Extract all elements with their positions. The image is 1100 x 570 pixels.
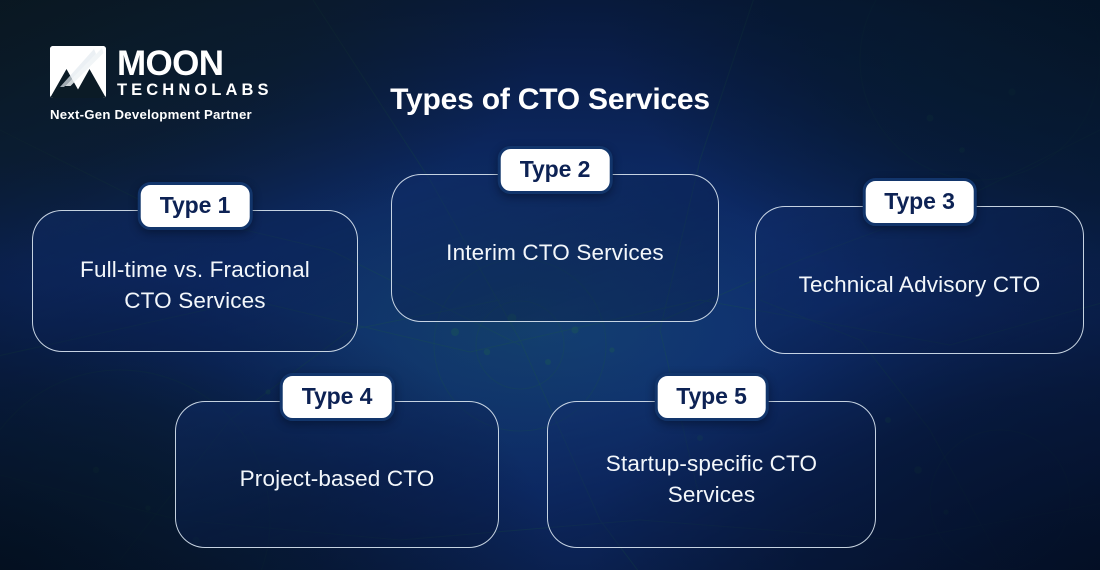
service-card-2-text: Interim CTO Services: [446, 239, 664, 265]
service-card-5: Startup-specific CTO Services Type 5: [547, 373, 876, 548]
service-card-5-badge: Type 5: [654, 373, 769, 421]
service-card-4: Project-based CTO Type 4: [175, 373, 499, 548]
service-card-1: Full-time vs. Fractional CTO Services Ty…: [32, 182, 358, 352]
page-title: Types of CTO Services: [390, 83, 710, 116]
brand-logo: MOON TECHNOLABS Next-Gen Development Par…: [50, 46, 273, 122]
moon-mountain-mark-icon: [50, 46, 106, 98]
service-card-1-badge: Type 1: [137, 182, 253, 230]
brand-tagline: Next-Gen Development Partner: [50, 107, 252, 122]
service-card-3-badge: Type 3: [862, 178, 977, 226]
service-card-2-body: Interim CTO Services: [391, 174, 719, 322]
service-card-3-text: Technical Advisory CTO: [798, 271, 1041, 297]
service-card-5-text: Startup-specific CTO Services: [605, 450, 818, 507]
service-card-4-text: Project-based CTO: [239, 466, 435, 491]
service-card-2: Interim CTO Services Type 2: [391, 146, 719, 322]
service-card-5-body: Startup-specific CTO Services: [547, 401, 876, 548]
service-card-4-badge: Type 4: [279, 373, 395, 421]
service-card-2-badge: Type 2: [497, 146, 613, 194]
service-card-3: Technical Advisory CTO Type 3: [755, 178, 1084, 354]
service-card-1-text: Full-time vs. Fractional CTO Services: [80, 257, 310, 313]
brand-wordmark: MOON TECHNOLABS: [117, 46, 273, 100]
brand-name-primary: MOON: [117, 44, 224, 83]
service-card-4-body: Project-based CTO: [175, 401, 499, 548]
brand-name-secondary: TECHNOLABS: [117, 81, 273, 99]
brand-logo-row: MOON TECHNOLABS: [50, 46, 273, 100]
service-card-3-body: Technical Advisory CTO: [755, 206, 1084, 354]
service-card-1-body: Full-time vs. Fractional CTO Services: [32, 210, 358, 352]
